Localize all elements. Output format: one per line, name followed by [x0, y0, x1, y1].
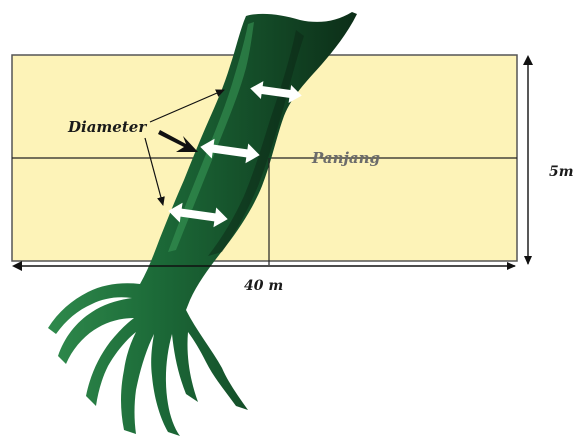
width-label: 40 m: [244, 278, 283, 294]
height-dimension-arrowhead-top: [523, 55, 533, 65]
height-label: 5m: [549, 164, 574, 180]
width-dimension-arrowhead-left: [12, 261, 22, 271]
length-label: Panjang: [311, 149, 380, 167]
diameter-label: Diameter: [67, 118, 147, 136]
